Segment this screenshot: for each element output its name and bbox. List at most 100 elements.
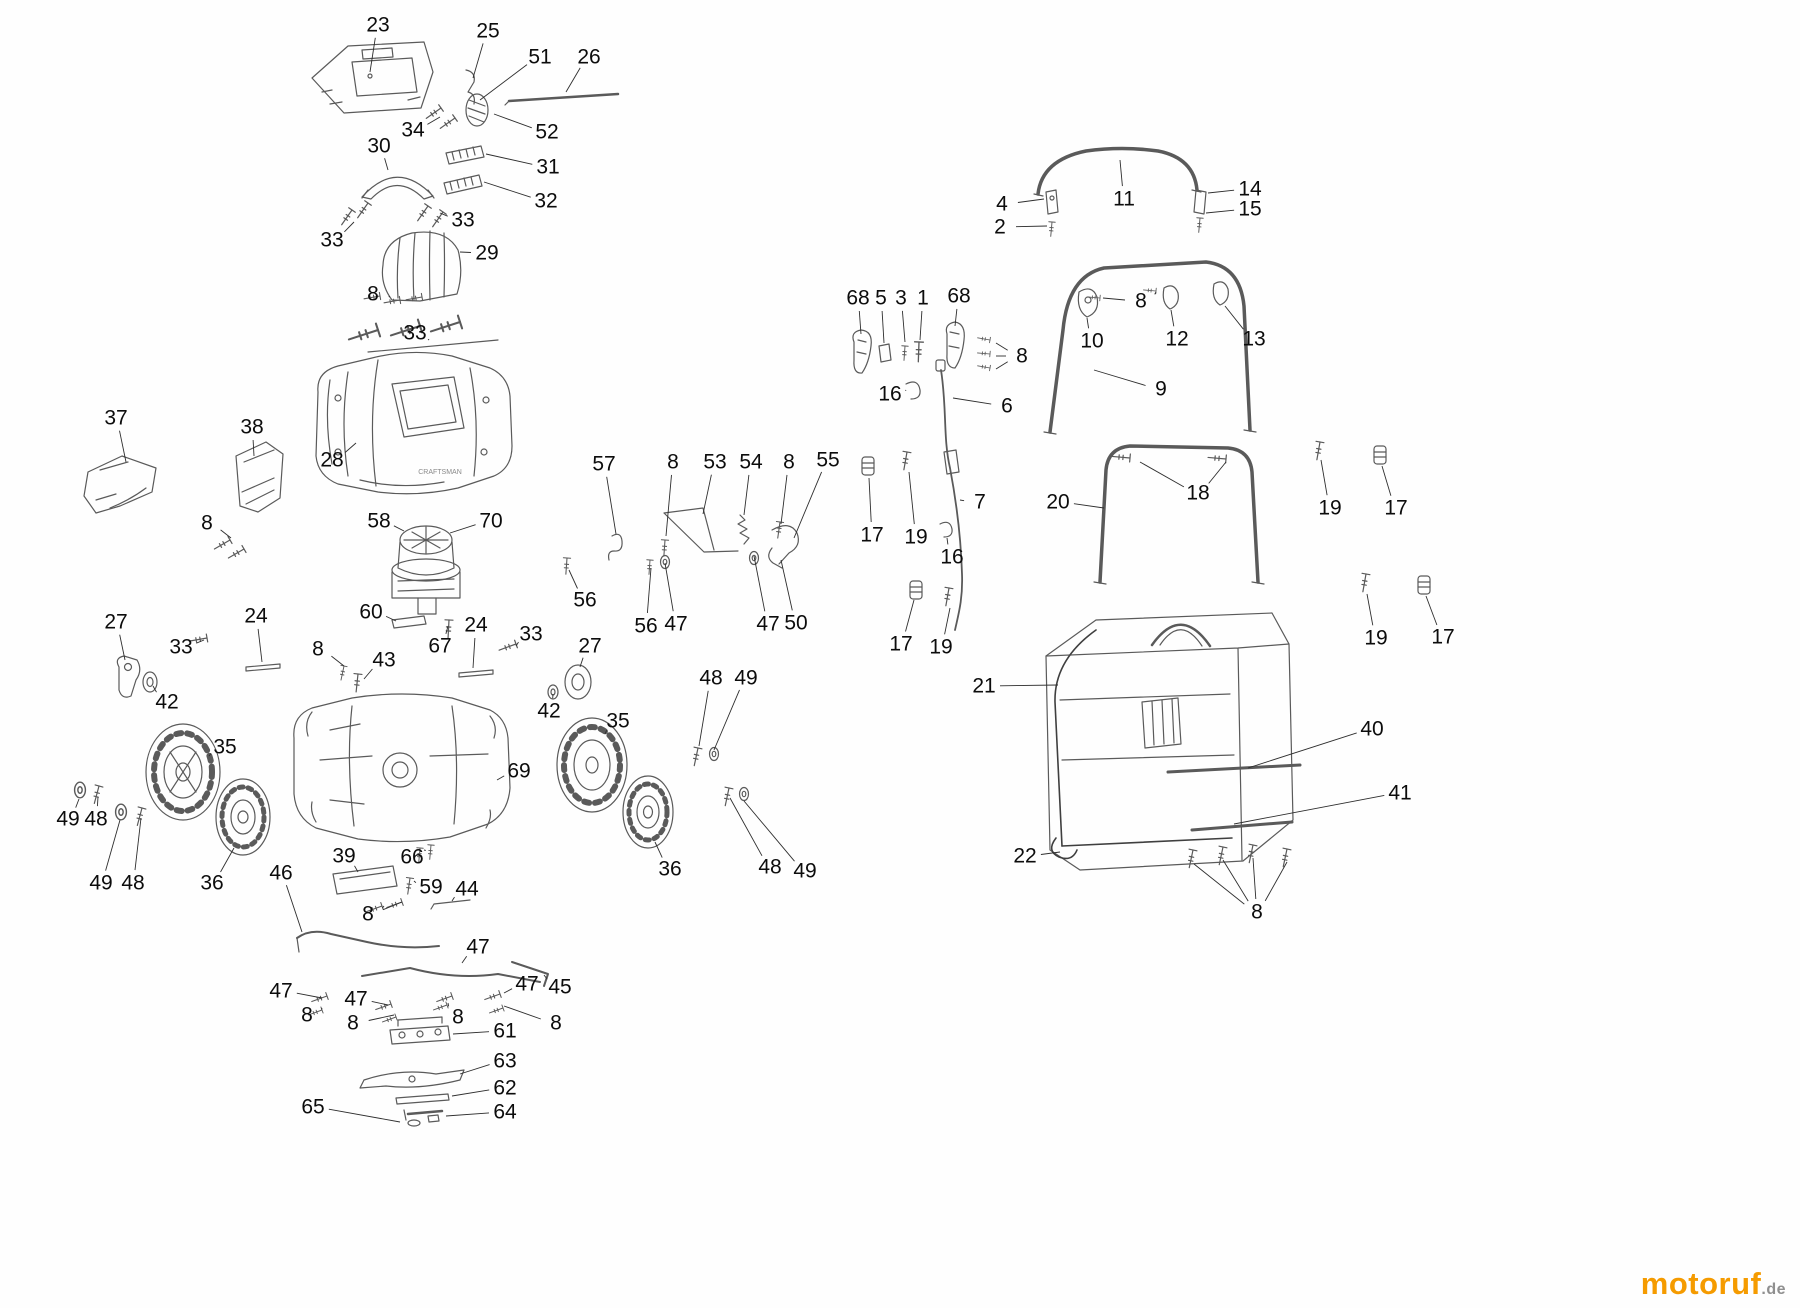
leader-line bbox=[1093, 369, 1146, 386]
part-label: 56 bbox=[634, 615, 657, 638]
part-label: 47 bbox=[515, 973, 538, 996]
part-label: 62 bbox=[493, 1077, 516, 1100]
leader-line bbox=[427, 338, 430, 341]
leader-line bbox=[905, 599, 915, 632]
part-label: 15 bbox=[1238, 198, 1261, 221]
wheel-small-left-drawing bbox=[215, 778, 271, 856]
top-cover-drawing bbox=[311, 41, 434, 114]
leader-line bbox=[1139, 461, 1185, 488]
part-label: 47 bbox=[756, 613, 779, 636]
leader-line bbox=[1252, 857, 1257, 900]
switch-cable-drawing bbox=[852, 321, 991, 631]
part-label: 27 bbox=[578, 635, 601, 658]
leader-line bbox=[503, 988, 513, 994]
leader-line bbox=[901, 310, 906, 343]
part-label: 8 bbox=[452, 1006, 464, 1029]
leader-line bbox=[604, 730, 608, 735]
part-label: 48 bbox=[699, 667, 722, 690]
part-label: 8 bbox=[1251, 901, 1263, 924]
part-label: 42 bbox=[155, 691, 178, 714]
part-label: 9 bbox=[1155, 378, 1167, 401]
leader-line bbox=[1233, 794, 1385, 825]
grass-bag-drawing bbox=[1045, 612, 1294, 871]
motor-drawing bbox=[337, 525, 461, 693]
part-label: 40 bbox=[1360, 718, 1383, 741]
leader-line bbox=[354, 865, 359, 873]
leader-line bbox=[881, 310, 885, 344]
part-label: 48 bbox=[758, 856, 781, 879]
watermark-logo[interactable]: motoruf.de bbox=[1641, 1266, 1786, 1302]
deck-badge-text: CRAFTSMAN bbox=[418, 469, 462, 476]
leader-line bbox=[1073, 503, 1105, 509]
leader-line bbox=[1224, 305, 1244, 330]
leader-line bbox=[472, 43, 484, 79]
part-label: 19 bbox=[904, 526, 927, 549]
part-label: 56 bbox=[573, 589, 596, 612]
axle-bars-drawing bbox=[116, 633, 592, 700]
leader-line bbox=[328, 1108, 401, 1123]
part-label: 17 bbox=[1384, 497, 1407, 520]
part-label: 19 bbox=[1364, 627, 1387, 650]
leader-line bbox=[493, 113, 532, 129]
leader-line bbox=[393, 525, 405, 532]
part-label: 37 bbox=[104, 407, 127, 430]
part-label: 47 bbox=[466, 936, 489, 959]
leader-line bbox=[196, 639, 205, 644]
part-label: 67 bbox=[428, 635, 451, 658]
part-label: 14 bbox=[1238, 178, 1262, 201]
leader-line bbox=[743, 800, 795, 862]
leader-line bbox=[946, 537, 949, 545]
part-label: 38 bbox=[240, 416, 263, 439]
leader-line bbox=[1193, 863, 1245, 905]
leader-line bbox=[220, 529, 232, 539]
leader-line bbox=[285, 885, 303, 933]
part-label: 35 bbox=[213, 736, 236, 759]
leader-line bbox=[134, 817, 142, 871]
leader-line bbox=[858, 310, 862, 335]
clip-hardware-drawing bbox=[861, 440, 1431, 608]
part-label: 35 bbox=[606, 710, 629, 733]
part-label: 17 bbox=[860, 524, 883, 547]
part-label: 63 bbox=[493, 1050, 516, 1073]
leader-line bbox=[780, 559, 793, 611]
brand-suffix[interactable]: .de bbox=[1761, 1281, 1786, 1298]
leader-line bbox=[1154, 291, 1157, 295]
leader-line bbox=[496, 775, 505, 781]
part-label: 51 bbox=[528, 46, 551, 69]
part-label: 22 bbox=[1013, 845, 1036, 868]
leader-line bbox=[665, 474, 672, 537]
deck-top-drawing bbox=[315, 351, 513, 495]
leader-line bbox=[445, 1112, 490, 1117]
part-label: 60 bbox=[359, 601, 382, 624]
wheel-large-right-drawing bbox=[556, 717, 628, 813]
part-label: 8 bbox=[301, 1004, 313, 1027]
part-label: 70 bbox=[479, 510, 502, 533]
brand-text[interactable]: motoruf bbox=[1640, 1266, 1762, 1301]
part-label: 68 bbox=[846, 287, 869, 310]
leader-line bbox=[995, 342, 1008, 351]
part-label: 17 bbox=[889, 633, 912, 656]
leader-line bbox=[729, 797, 763, 857]
leader-line bbox=[579, 657, 584, 668]
part-label: 33 bbox=[169, 636, 192, 659]
part-label: 8 bbox=[667, 451, 679, 474]
leader-line bbox=[445, 625, 449, 635]
part-label: 36 bbox=[658, 858, 681, 881]
part-label: 33 bbox=[320, 229, 343, 252]
part-label: 65 bbox=[301, 1096, 324, 1119]
leader-line bbox=[1366, 593, 1374, 626]
leader-line bbox=[908, 471, 915, 525]
leader-line bbox=[452, 1031, 490, 1035]
leader-line bbox=[384, 158, 389, 171]
wheel-hardware-drawing bbox=[73, 746, 750, 828]
part-label: 17 bbox=[1431, 626, 1454, 649]
part-label: 50 bbox=[784, 612, 807, 635]
leader-line bbox=[427, 116, 441, 125]
leader-line bbox=[381, 905, 385, 909]
part-label: 7 bbox=[974, 491, 986, 514]
part-label: 26 bbox=[577, 46, 600, 69]
leader-line bbox=[439, 212, 448, 217]
part-label: 6 bbox=[1001, 395, 1013, 418]
leader-line bbox=[1015, 225, 1048, 228]
